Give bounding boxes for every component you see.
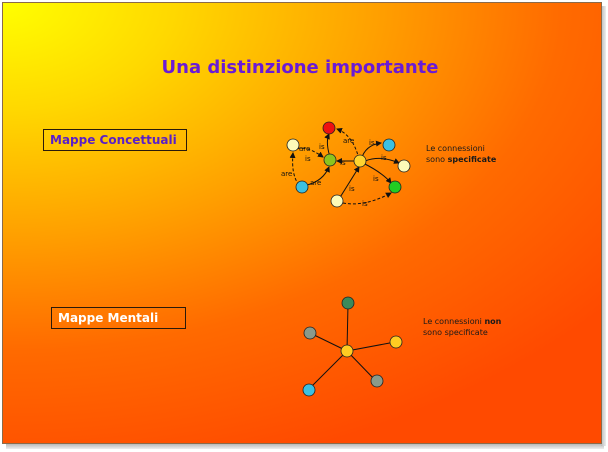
mental-node-center (340, 344, 354, 358)
concept-node-red (322, 121, 336, 135)
concept-map-label: Mappe Concettuali (43, 129, 187, 151)
link-label: is (369, 139, 375, 147)
concept-node-cream (330, 194, 344, 208)
link-label: is (381, 154, 387, 162)
concept-node-cream (397, 159, 411, 173)
mental-note-line2: sono specificate (423, 328, 488, 337)
mental-link (346, 303, 349, 352)
slide-title: Una distinzione importante (161, 57, 439, 78)
concept-node-olive (323, 153, 337, 167)
concept-node-cream (286, 138, 300, 152)
link-label: is (319, 143, 325, 151)
link-solid (364, 157, 400, 164)
concept-note-line1: Le connessioni (426, 144, 485, 153)
mental-link (309, 332, 348, 352)
link-solid (362, 162, 392, 184)
link-label: is (340, 159, 346, 167)
concept-map-diagram: is are is is is are is is are are is is (281, 121, 411, 208)
concept-note-bold: specificate (447, 155, 497, 164)
link-label: are (281, 170, 292, 178)
slide-shadow-bottom (6, 444, 604, 449)
mental-link (346, 350, 377, 382)
mental-map-note: Le connessioni non sono specificate (423, 316, 501, 338)
mental-note-prefix: Le connessioni (423, 317, 485, 326)
mental-node-left (303, 326, 317, 340)
mental-node-bottom-left (302, 383, 316, 397)
link-label: are (299, 145, 310, 153)
concept-node-cyan (382, 138, 396, 152)
mental-link (308, 350, 348, 390)
link-label: is (305, 155, 311, 163)
link-label: are (343, 137, 354, 145)
link-label: is (362, 200, 368, 208)
link-label: is (373, 175, 379, 183)
mental-node-top (341, 296, 355, 310)
concept-note-prefix: sono (426, 155, 448, 164)
mental-note-bold: non (484, 317, 502, 326)
mental-map-label: Mappe Mentali (51, 307, 186, 329)
mental-node-bottom-right (370, 374, 384, 388)
concept-map-note: Le connessioni sono specificate (426, 143, 496, 165)
link-dashed (342, 192, 392, 205)
slide: Una distinzione importante Mappe Concett… (2, 2, 602, 444)
concept-node-yellow (353, 154, 367, 168)
link-solid (306, 166, 330, 186)
mental-note-line1: Le connessioni non (423, 316, 501, 327)
link-label: are (310, 179, 321, 187)
mental-map-diagram (302, 296, 403, 397)
mental-node-right (389, 335, 403, 349)
concept-note-line2: sono specificate (426, 154, 496, 165)
link-label: is (349, 185, 355, 193)
slide-shadow-right (601, 6, 606, 446)
concept-node-cyan (295, 180, 309, 194)
link-dashed (336, 127, 360, 160)
concept-node-green (388, 180, 402, 194)
mental-link (346, 341, 396, 352)
